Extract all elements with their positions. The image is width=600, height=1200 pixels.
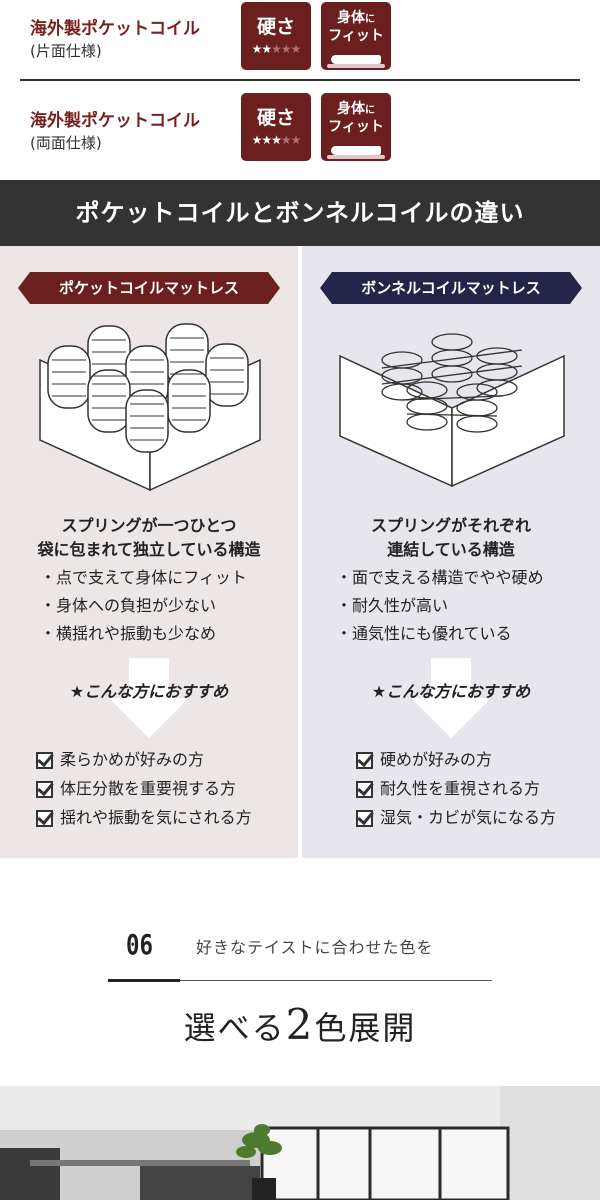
fit-label-particle: に — [365, 105, 375, 116]
recommend-text: 柔らかめが好みの方 — [60, 750, 205, 769]
bonnell-coil-headline: スプリングがそれぞれ 連結している構造 — [302, 514, 600, 562]
recommend-heading: ★こんな方におすすめ — [69, 682, 229, 701]
product-name: 海外製ポケットコイル — [30, 19, 200, 39]
fit-label-particle: に — [365, 14, 375, 25]
comparison-title: ポケットコイルとボンネルコイルの違い — [0, 180, 600, 246]
star-icon: ★ — [271, 42, 282, 56]
feature-item: ・点で支えて身体にフィット — [40, 568, 247, 587]
hardness-label: 硬さ — [256, 107, 295, 129]
bonnell-coil-recommend-list: 硬めが好みの方 耐久性を重視される方 湿気・カビが気になる方 — [356, 746, 556, 833]
pocket-coil-recommend-list: 柔らかめが好みの方 体圧分散を重要視する方 揺れや振動を気にされる方 — [36, 746, 252, 833]
star-icon: ★ — [290, 42, 302, 56]
recommend-text: 揺れや振動を気にされる方 — [60, 808, 252, 827]
checkbox-checked-icon — [356, 810, 373, 827]
star-icon: ★ — [290, 133, 302, 147]
section-title: 選べる2色展開 — [0, 1000, 600, 1049]
checkbox-checked-icon — [36, 781, 53, 798]
fit-label-1: 身体 — [337, 10, 365, 26]
fit-label-1: 身体 — [337, 101, 365, 117]
divider — [20, 79, 580, 81]
product-spec: (両面仕様) — [30, 134, 102, 152]
bonnell-coil-ribbon: ボンネルコイルマットレス — [320, 272, 582, 304]
title-suffix: 色展開 — [314, 1009, 417, 1047]
recommend-text: 湿気・カビが気になる方 — [380, 808, 557, 827]
headline-line-1: スプリングが一つひとつ — [61, 516, 237, 535]
bonnell-coil-illustration-icon — [339, 333, 565, 488]
pocket-coil-illustration-icon — [39, 323, 261, 492]
checkbox-checked-icon — [356, 781, 373, 798]
pocket-coil-column: ポケットコイルマットレス スプリングが一つひとつ 袋に包まれて独立している構造 — [0, 246, 298, 858]
headline-line-2: 袋に包まれて独立している構造 — [37, 540, 261, 559]
spec-row-single-sided: 海外製ポケットコイル (片面仕様) 硬さ ★★★★★ 身体に フィット — [20, 0, 580, 80]
recommend-item: 柔らかめが好みの方 — [36, 746, 252, 775]
recommend-heading: ★こんな方におすすめ — [371, 682, 531, 701]
section-tagline: 好きなテイストに合わせた色を — [196, 938, 434, 957]
title-number: 2 — [285, 1000, 315, 1049]
headline-line-1: スプリングがそれぞれ — [370, 516, 531, 535]
recommend-text: 体圧分散を重要視する方 — [60, 779, 237, 798]
recommend-item: 体圧分散を重要視する方 — [36, 775, 252, 804]
body-fit-badge: 身体に フィット — [321, 93, 391, 161]
feature-item: ・通気性にも優れている — [336, 624, 512, 643]
title-prefix: 選べる — [183, 1009, 286, 1047]
recommend-item: 湿気・カビが気になる方 — [356, 804, 556, 833]
room-photo — [0, 1086, 600, 1200]
bed-icon — [327, 155, 385, 159]
down-arrow-icon — [109, 658, 189, 738]
fit-label-2: フィット — [328, 119, 384, 135]
recommend-item: 揺れや振動を気にされる方 — [36, 804, 252, 833]
recommend-text: 耐久性を重視される方 — [380, 779, 541, 798]
section-underline — [180, 980, 492, 981]
recommend-item: 硬めが好みの方 — [356, 746, 556, 775]
hardness-stars: ★★★★★ — [241, 42, 311, 56]
checkbox-checked-icon — [356, 752, 373, 769]
fit-label-2: フィット — [328, 28, 384, 44]
headline-line-2: 連結している構造 — [387, 540, 515, 559]
pocket-coil-ribbon: ポケットコイルマットレス — [18, 272, 280, 304]
down-arrow-icon — [411, 658, 491, 738]
star-icon: ★ — [261, 133, 272, 147]
product-spec: (片面仕様) — [30, 42, 102, 60]
checkbox-checked-icon — [36, 810, 53, 827]
pocket-coil-headline: スプリングが一つひとつ 袋に包まれて独立している構造 — [0, 514, 298, 562]
section-number: 06 — [126, 928, 153, 961]
star-icon: ★ — [251, 42, 263, 56]
star-icon: ★ — [251, 133, 263, 147]
hardness-stars: ★★★★★ — [241, 133, 311, 147]
lying-body-icon — [331, 146, 381, 155]
hardness-label: 硬さ — [256, 16, 295, 38]
feature-item: ・身体への負担が少ない — [40, 596, 217, 615]
star-icon: ★ — [280, 133, 292, 147]
bonnell-coil-features: ・面で支える構造でやや硬め ・耐久性が高い ・通気性にも優れている — [336, 564, 544, 648]
star-icon: ★ — [271, 133, 282, 147]
product-name: 海外製ポケットコイル — [30, 111, 200, 131]
bonnell-coil-column: ボンネルコイルマットレス スプリングがそれぞれ 連結している構造 ・面で支える構… — [302, 246, 600, 858]
hardness-badge: 硬さ ★★★★★ — [241, 93, 311, 161]
bed-icon — [327, 64, 385, 68]
checkbox-checked-icon — [36, 752, 53, 769]
recommend-item: 耐久性を重視される方 — [356, 775, 556, 804]
section-underline-accent — [108, 979, 180, 982]
spec-row-double-sided: 海外製ポケットコイル (両面仕様) 硬さ ★★★★★ 身体に フィット — [20, 90, 580, 170]
lying-body-icon — [331, 55, 381, 64]
body-fit-badge: 身体に フィット — [321, 2, 391, 70]
feature-item: ・横揺れや振動も少なめ — [40, 624, 217, 643]
feature-item: ・面で支える構造でやや硬め — [336, 568, 544, 587]
hardness-badge: 硬さ ★★★★★ — [241, 2, 311, 70]
star-icon: ★ — [261, 42, 272, 56]
pocket-coil-features: ・点で支えて身体にフィット ・身体への負担が少ない ・横揺れや振動も少なめ — [40, 564, 247, 648]
feature-item: ・耐久性が高い — [336, 596, 449, 615]
star-icon: ★ — [280, 42, 292, 56]
recommend-text: 硬めが好みの方 — [380, 750, 493, 769]
